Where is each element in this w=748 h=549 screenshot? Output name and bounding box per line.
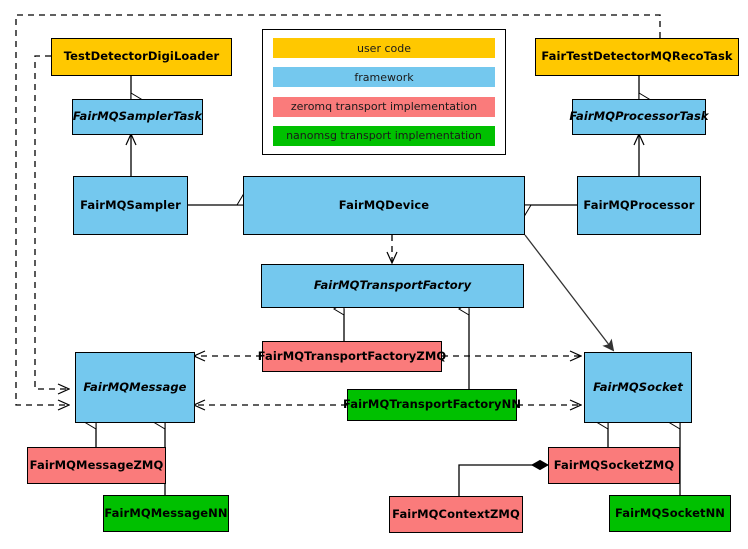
class-box-fairmq-socket-zmq[interactable]: FairMQSocketZMQ — [548, 447, 680, 484]
class-box-fairmq-sampler-task[interactable]: FairMQSamplerTask — [72, 99, 203, 135]
edge-digiloader-to-message — [34, 55, 68, 389]
edge-contextzmq-to-socketzmq — [458, 465, 548, 496]
class-box-fairmq-sampler[interactable]: FairMQSampler — [73, 176, 188, 235]
class-box-fairmq-message-nn[interactable]: FairMQMessageNN — [103, 495, 229, 532]
class-box-fair-test-detector-mq-reco-task[interactable]: FairTestDetectorMQRecoTask — [535, 38, 739, 76]
class-box-fairmq-message[interactable]: FairMQMessage — [75, 352, 195, 423]
class-box-fairmq-processor[interactable]: FairMQProcessor — [577, 176, 701, 235]
legend-item-zeromq: zeromq transport implementation — [273, 96, 495, 117]
class-box-fairmq-transport-factory-nn[interactable]: FairMQTransportFactoryNN — [343, 389, 521, 421]
legend: user code framework zeromq transport imp… — [262, 29, 506, 155]
legend-item-user-code: user code — [273, 38, 495, 58]
class-box-fairmq-message-zmq[interactable]: FairMQMessageZMQ — [27, 447, 166, 484]
class-box-fairmq-transport-factory[interactable]: FairMQTransportFactory — [261, 264, 524, 308]
class-box-fairmq-device[interactable]: FairMQDevice — [243, 176, 525, 235]
class-box-fairmq-transport-factory-zmq[interactable]: FairMQTransportFactoryZMQ — [258, 341, 446, 372]
class-box-test-detector-digi-loader[interactable]: TestDetectorDigiLoader — [51, 38, 232, 76]
class-box-fairmq-socket[interactable]: FairMQSocket — [584, 352, 692, 423]
class-box-fairmq-socket-nn[interactable]: FairMQSocketNN — [609, 495, 731, 532]
class-box-fairmq-processor-task[interactable]: FairMQProcessorTask — [569, 99, 709, 135]
legend-item-nanomsg: nanomsg transport implementation — [273, 125, 495, 146]
class-box-fairmq-context-zmq[interactable]: FairMQContextZMQ — [389, 496, 523, 533]
edge-device-to-socket — [524, 234, 615, 352]
legend-item-framework: framework — [273, 67, 495, 88]
